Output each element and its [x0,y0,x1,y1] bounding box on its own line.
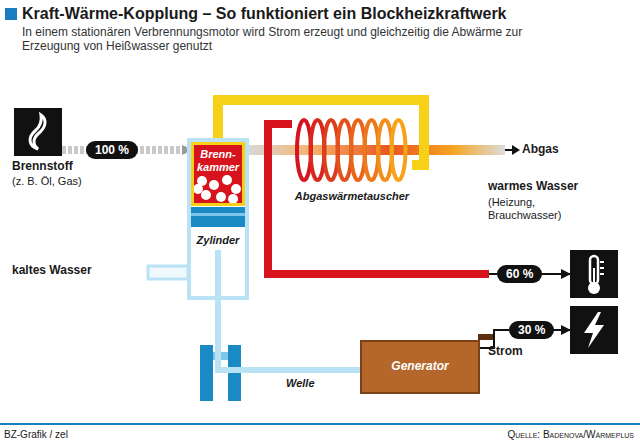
lightning-symbol [570,306,618,354]
piston-ring [191,213,245,216]
cold-water-pipe [148,266,188,279]
thermometer-icon [570,250,618,298]
piston-rod [215,250,221,298]
cylinder: Zylinder Brenn- kammer [187,138,249,300]
label: kaltes Wasser [12,264,92,278]
thermometer-symbol [570,250,618,298]
node-text: Abgaswärmetauscher [292,190,412,203]
heat-exchanger: Abgaswärmetauscher [292,112,412,208]
percent-badge: 30 % [509,321,554,339]
node-text: warmes Wasser [488,180,618,194]
caption: In einem stationären Verbrennungsmotor w… [22,26,562,54]
node-text: Zylinder [191,234,245,247]
edge-label: Welle [283,377,318,390]
bubble [228,194,238,203]
node-text: (Heizung, Brauchwasser) [488,196,578,221]
connector [218,300,360,370]
node-text: Brennstoff [12,160,108,174]
bubble [209,180,219,190]
bubble [216,192,226,202]
bubble [194,184,203,194]
piston [191,207,245,227]
connector-line [218,300,360,370]
percent-badge: 100 % [86,141,138,159]
crank-left [200,345,213,401]
fuel-icon [14,108,62,156]
title-square [5,8,17,20]
exhaust-arrowhead [512,145,520,155]
lightning-icon [570,306,618,354]
node-text: Brenn- kammer [195,148,241,173]
label: BZ-Grafik / zel [4,429,68,441]
bubble [231,184,241,194]
bubble [222,175,232,185]
footer-rule [0,423,640,425]
node-text: (z. B. Öl, Gas) [12,175,108,188]
coil-winding [392,120,406,180]
combustion-chamber: Brenn- kammer [191,142,245,206]
node-text: Strom [488,345,558,359]
bubble [201,190,211,200]
percent-badge: 60 % [497,265,542,283]
generator-stub [478,334,494,340]
label: Abgas [522,143,559,157]
node-text: Generator [362,360,478,374]
fuel-symbol [14,108,62,156]
generator-box: Generator [360,340,480,394]
power-node: Strom [486,306,626,366]
coil [292,112,412,188]
title: Kraft-Wärme-Kopplung – So funktioniert e… [22,5,634,23]
label: Quelle: Badenova/Wärmeplus [507,429,634,441]
